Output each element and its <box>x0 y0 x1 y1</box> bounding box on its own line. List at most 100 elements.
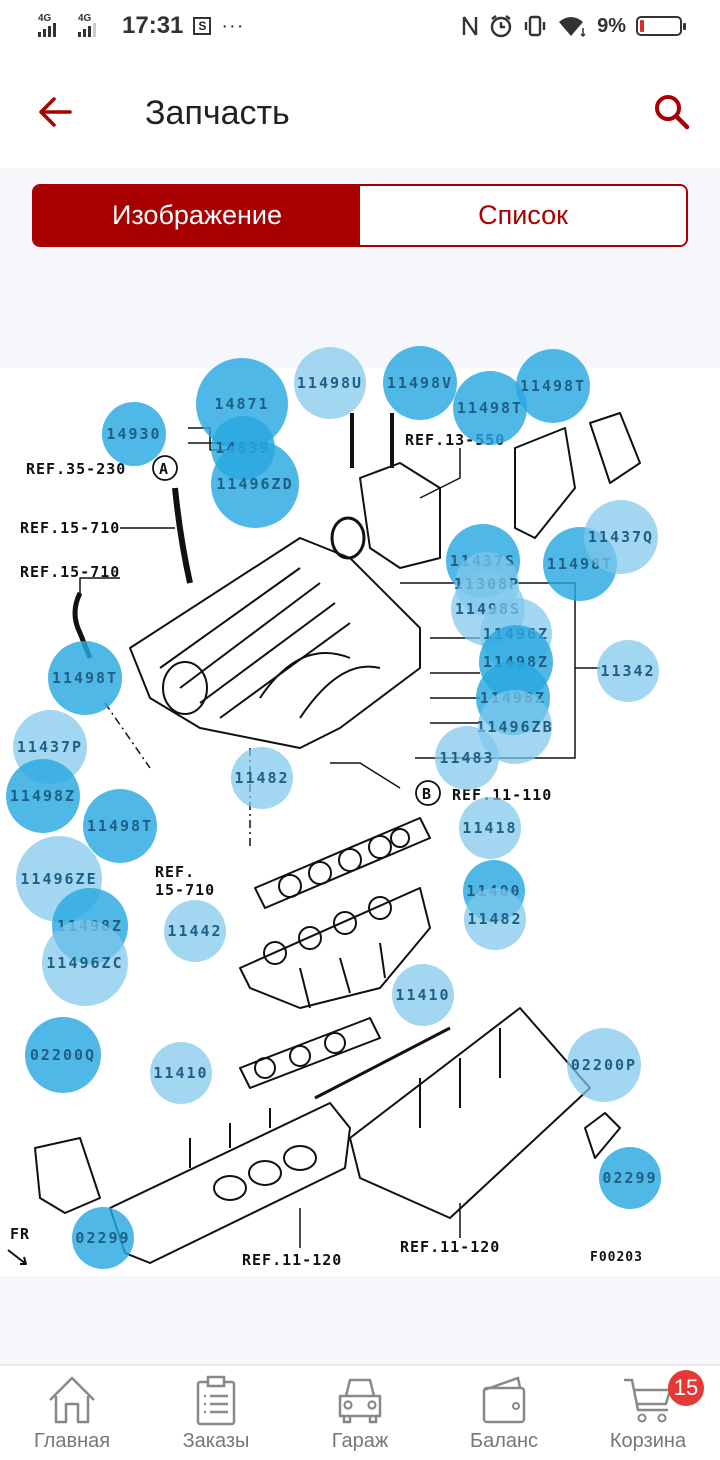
front-arrow <box>7 1249 27 1265</box>
status-left: 4G 4G 17:31 S ··· <box>38 12 244 40</box>
more-notifications-icon: ··· <box>221 14 245 37</box>
diagram-code: F00203 <box>590 1250 643 1265</box>
part-number: 11498V <box>386 374 454 392</box>
part-callout[interactable]: 14930 <box>102 402 166 466</box>
part-number: 11496ZD <box>216 475 294 493</box>
part-number: 02299 <box>75 1229 131 1247</box>
screenshot-icon: S <box>193 17 212 35</box>
ref-label: REF.11-120 <box>242 1251 342 1269</box>
bracket-02200Q <box>34 1137 101 1214</box>
part-callout[interactable]: 11442 <box>164 900 226 962</box>
battery-percent: 9% <box>597 14 626 37</box>
nfc-icon <box>462 16 478 36</box>
ref-label: 15-710 <box>155 881 215 899</box>
part-callout[interactable]: 11418 <box>459 797 521 859</box>
part-number: 11498Z <box>9 787 77 805</box>
gasket-11410 <box>239 1017 381 1089</box>
part-callout[interactable]: 11498Z <box>6 759 80 833</box>
bracket-02200P <box>584 1112 621 1159</box>
nav-balance[interactable]: Баланс <box>432 1366 576 1460</box>
drawing-lines <box>7 412 641 1265</box>
part-number: 11437Q <box>587 528 655 546</box>
tab-list[interactable]: Список <box>360 186 686 245</box>
bracket-right <box>514 427 576 539</box>
part-callout[interactable]: 11498T <box>83 789 157 863</box>
part-callout[interactable]: 11498V <box>383 346 457 420</box>
network-type: 4G <box>38 13 52 24</box>
part-callout[interactable]: 11437Q <box>584 500 658 574</box>
nav-home[interactable]: Главная <box>0 1366 144 1460</box>
part-number: 11498T <box>519 377 587 395</box>
nav-cart[interactable]: 15 Корзина <box>576 1366 720 1460</box>
bottom-nav: Главная Заказы Гараж Баланс 15 Корзина <box>0 1364 720 1460</box>
part-callout[interactable]: 11410 <box>392 964 454 1026</box>
part-number: 11342 <box>600 662 656 680</box>
part-callout[interactable]: 11482 <box>464 888 526 950</box>
upper-manifold <box>129 537 421 749</box>
app-bar: Запчасть <box>0 58 720 168</box>
search-icon <box>655 95 690 130</box>
cart-badge: 15 <box>668 1370 704 1406</box>
clipboard-icon <box>196 1375 236 1426</box>
marker-b <box>415 780 441 806</box>
part-number: 11482 <box>234 769 290 787</box>
nav-garage[interactable]: Гараж <box>288 1366 432 1460</box>
battery-icon <box>636 16 686 36</box>
nav-orders[interactable]: Заказы <box>144 1366 288 1460</box>
view-toggle-area: Изображение Список <box>0 168 720 368</box>
part-callout[interactable]: 11498T <box>453 371 527 445</box>
signal-icon-2: 4G <box>78 13 112 39</box>
part-callout[interactable]: 02200P <box>567 1028 641 1102</box>
wallet-icon <box>482 1376 526 1424</box>
part-number: 11496ZB <box>476 718 554 736</box>
part-number: 11498U <box>296 374 364 392</box>
part-number: 11496ZE <box>20 870 98 888</box>
clock: 17:31 <box>122 12 184 39</box>
part-number: 14930 <box>106 425 162 443</box>
part-callout[interactable]: 11483 <box>435 726 499 790</box>
part-number: 11498T <box>86 817 154 835</box>
cylinder-head-right <box>349 1007 591 1219</box>
front-label: FR <box>10 1225 30 1243</box>
part-callout[interactable]: 11496ZD <box>211 440 299 528</box>
part-callout[interactable]: 11342 <box>597 640 659 702</box>
o-ring <box>330 516 366 560</box>
status-right: 9% <box>461 14 686 38</box>
cart-icon <box>624 1378 672 1423</box>
part-callout[interactable]: 11482 <box>231 747 293 809</box>
tab-image[interactable]: Изображение <box>34 186 360 245</box>
part-number: 02299 <box>602 1169 658 1187</box>
part-number: 11410 <box>395 986 451 1004</box>
nav-label: Главная <box>33 1430 111 1452</box>
view-toggle: Изображение Список <box>32 184 688 247</box>
part-number: 11498T <box>51 669 119 687</box>
part-callout[interactable]: 11410 <box>150 1042 212 1104</box>
marker-a-label: A <box>159 460 169 478</box>
arrow-left-icon <box>39 97 72 127</box>
part-callout[interactable]: 11498T <box>516 349 590 423</box>
part-number: 11498T <box>456 399 524 417</box>
part-callout[interactable]: 11496ZC <box>42 920 128 1006</box>
part-callout[interactable]: 11498T <box>48 641 122 715</box>
part-number: 02200P <box>570 1056 638 1074</box>
back-button[interactable] <box>36 92 76 132</box>
part-number: 14871 <box>214 395 270 413</box>
part-callout[interactable]: 02299 <box>599 1147 661 1209</box>
part-callout[interactable]: 02299 <box>72 1207 134 1269</box>
home-icon <box>49 1376 95 1424</box>
nav-label: Корзина <box>609 1430 687 1452</box>
part-callout[interactable]: 02200Q <box>25 1017 101 1093</box>
nav-label: Баланс <box>469 1430 539 1452</box>
part-callout[interactable]: 11498U <box>294 347 366 419</box>
parts-diagram[interactable]: A B REF.35-230 REF.15-710 REF.15-710 REF… <box>0 346 720 1276</box>
part-number: 11437P <box>16 738 84 756</box>
ref-label: REF.11-120 <box>400 1238 500 1256</box>
marker-a <box>152 455 178 481</box>
part-number: 02200Q <box>29 1046 97 1064</box>
nav-label: Заказы <box>182 1430 250 1452</box>
status-bar: 4G 4G 17:31 S ··· 9% <box>0 0 720 58</box>
throttle-body <box>162 661 208 715</box>
marker-b-label: B <box>422 785 432 803</box>
part-number: 11483 <box>439 749 495 767</box>
search-button[interactable] <box>652 92 692 132</box>
